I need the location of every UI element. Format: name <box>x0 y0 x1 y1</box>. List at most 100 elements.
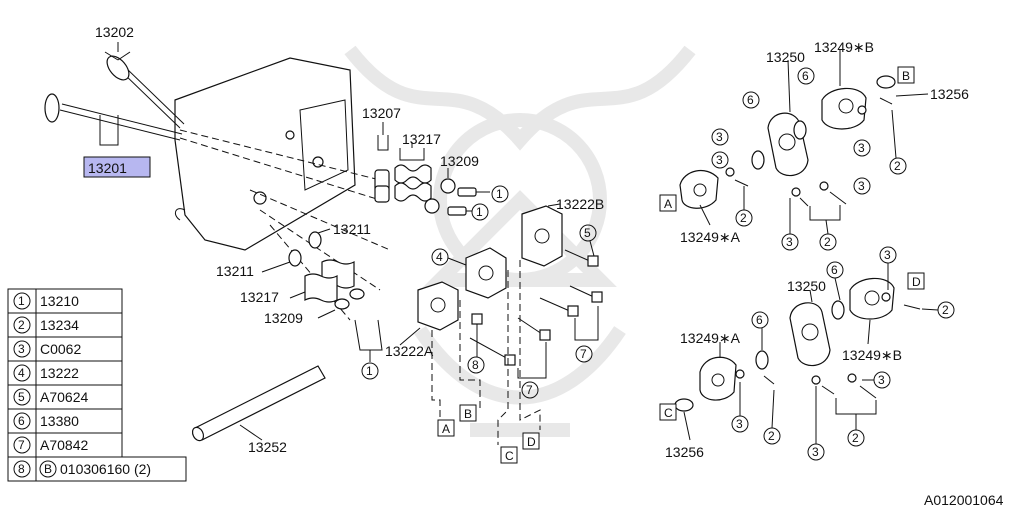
svg-text:B: B <box>464 407 472 421</box>
legend-table: 1 13210 2 13234 3 C0062 4 13222 5 A70624… <box>7 288 187 482</box>
valve-train-upper <box>374 122 456 214</box>
callout-5: 5 <box>584 226 591 240</box>
svg-text:5: 5 <box>18 390 25 404</box>
legend-row: 4 13222 <box>13 364 79 382</box>
legend-row: 8 B 010306160 (2) <box>13 460 151 478</box>
svg-text:2: 2 <box>18 318 25 332</box>
label-shim-top: 13256 <box>930 86 969 102</box>
callout-7a: 7 <box>580 347 587 361</box>
callout-2a: 2 <box>894 159 901 173</box>
callout-3g: 3 <box>878 373 885 387</box>
svg-text:B: B <box>902 69 910 83</box>
svg-text:13234: 13234 <box>40 317 79 333</box>
callout-3d: 3 <box>858 179 865 193</box>
box-ref-b-left: B <box>459 404 477 422</box>
watermark-emblem <box>344 45 696 437</box>
rocker-assembly-bottom <box>674 277 921 412</box>
svg-text:7: 7 <box>18 438 25 452</box>
rocker-shaft-support-a <box>417 281 459 331</box>
label-valve-seal-b: 13211 <box>216 263 254 279</box>
rocker-shaft-support-center <box>465 247 507 299</box>
valve-exhaust <box>106 55 185 129</box>
svg-text:4: 4 <box>18 366 25 380</box>
valve-train-lower: 1 <box>288 231 383 380</box>
legend-row: 3 C0062 <box>13 340 81 358</box>
callout-7b: 7 <box>526 383 533 397</box>
callout-2b: 2 <box>740 211 747 225</box>
callout-1b: 1 <box>476 205 483 219</box>
callout-2c: 2 <box>824 235 831 249</box>
label-retainer-lower: 13209 <box>264 310 303 326</box>
svg-text:6: 6 <box>18 414 25 428</box>
valve-intake <box>44 93 183 141</box>
callout-6c: 6 <box>831 263 838 277</box>
callout-3b: 3 <box>716 153 723 167</box>
svg-text:D: D <box>527 435 536 449</box>
svg-text:B: B <box>44 462 52 476</box>
svg-text:13380: 13380 <box>40 413 79 429</box>
box-ref-d-left: D <box>522 432 540 450</box>
rocker-shaft-support-b <box>521 205 563 267</box>
callout-6b: 6 <box>747 93 754 107</box>
svg-text:8: 8 <box>18 462 25 476</box>
box-ref-b-top: B <box>897 66 915 84</box>
label-rocker-arm-bottom-a: 13249∗A <box>680 330 741 346</box>
svg-text:A: A <box>664 197 672 211</box>
callout-1c: 1 <box>366 364 373 378</box>
rocker-shaft <box>191 365 326 442</box>
label-rocker-arm-top: 13250 <box>766 49 805 65</box>
label-retainer-upper: 13209 <box>440 153 479 169</box>
label-rocker-arm-top-b: 13249∗B <box>814 39 874 55</box>
svg-text:3: 3 <box>18 342 25 356</box>
legend-row: 2 13234 <box>13 316 79 334</box>
legend-row: 7 A70842 <box>13 436 88 454</box>
legend-row: 5 A70624 <box>13 388 88 406</box>
label-rocker-shaft: 13252 <box>248 439 287 455</box>
rocker-assembly-top <box>679 75 896 209</box>
svg-text:A70624: A70624 <box>40 389 88 405</box>
callout-2e: 2 <box>768 429 775 443</box>
svg-text:A: A <box>442 422 450 436</box>
box-ref-d-bottom: D <box>907 272 925 290</box>
highlight-box <box>83 156 151 178</box>
callouts-top-right: 6 6 3 3 3 3 3 2 2 2 <box>711 67 907 251</box>
box-ref-a-left: A <box>437 419 455 437</box>
callout-3e: 3 <box>786 235 793 249</box>
label-rocker-arm-top-a: 13249∗A <box>680 229 741 245</box>
label-valve-spring-lower: 13217 <box>240 289 279 305</box>
callout-4: 4 <box>436 250 443 264</box>
callouts-bottom-right: 6 6 3 3 3 3 2 2 2 <box>731 246 955 461</box>
callout-1a: 1 <box>496 187 503 201</box>
callout-6d: 6 <box>756 313 763 327</box>
legend-row: 6 13380 <box>13 412 79 430</box>
box-ref-c-bottom: C <box>659 403 677 421</box>
label-rocker-arm-bottom-b: 13249∗B <box>842 347 902 363</box>
svg-text:1: 1 <box>18 294 25 308</box>
label-shim-bottom: 13256 <box>665 444 704 460</box>
callout-3h: 3 <box>736 417 743 431</box>
label-valve-exhaust: 13202 <box>95 24 134 40</box>
svg-text:C0062: C0062 <box>40 341 81 357</box>
callout-8: 8 <box>472 358 479 372</box>
box-ref-a-top: A <box>659 194 677 212</box>
keeper-upper: 1 1 <box>447 185 509 221</box>
svg-text:D: D <box>912 275 921 289</box>
svg-text:13210: 13210 <box>40 293 79 309</box>
callout-3i: 3 <box>812 445 819 459</box>
svg-text:A70842: A70842 <box>40 437 88 453</box>
label-rocker-arm-bottom: 13250 <box>787 278 826 294</box>
svg-text:010306160 (2): 010306160 (2) <box>60 461 151 477</box>
callout-3a: 3 <box>716 130 723 144</box>
bolts <box>469 249 603 366</box>
callout-6a: 6 <box>802 69 809 83</box>
cylinder-head <box>174 57 356 251</box>
callout-3f: 3 <box>884 248 891 262</box>
svg-text:13222: 13222 <box>40 365 79 381</box>
legend-row: 1 13210 <box>13 292 79 310</box>
callout-3c: 3 <box>858 141 865 155</box>
label-lash-adjuster-upper: 13207 <box>362 105 401 121</box>
box-ref-c-left: C <box>500 446 518 464</box>
svg-text:C: C <box>505 449 514 463</box>
label-valve-intake: 13201 <box>88 160 127 176</box>
